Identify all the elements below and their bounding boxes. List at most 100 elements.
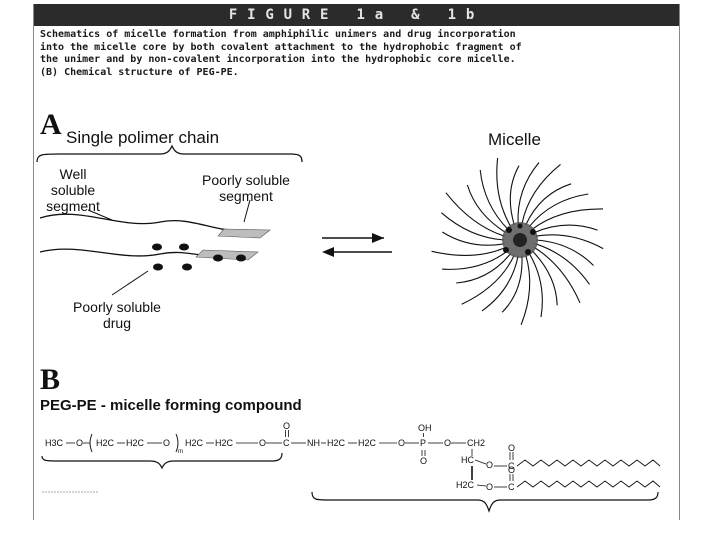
micelle-arm bbox=[442, 231, 505, 246]
chem-o1: O bbox=[76, 438, 83, 448]
right-border bbox=[679, 4, 680, 520]
label-line: Poorly soluble bbox=[73, 299, 161, 315]
pointer-poorly-soluble-segment bbox=[243, 199, 251, 223]
chem-c: C bbox=[283, 438, 290, 448]
peg-pe-structure: H3C O H2C H2C O m H2C H2C O C O NH H2 bbox=[41, 421, 661, 513]
caption-line: the unimer and by non-covalent incorpora… bbox=[40, 54, 516, 66]
pointer-well-soluble bbox=[87, 209, 113, 221]
hydrophobic-segment-lower bbox=[195, 249, 259, 261]
drug-particle bbox=[153, 263, 163, 271]
label-line: Poorly soluble bbox=[202, 172, 290, 188]
micelle-arm bbox=[531, 250, 558, 306]
panel-a-letter: A bbox=[40, 108, 62, 141]
pointer-poorly-soluble-drug bbox=[111, 270, 149, 296]
drug-particle bbox=[213, 254, 223, 262]
label-line: drug bbox=[102, 315, 132, 331]
micelle-core-center bbox=[513, 233, 527, 247]
figure-header-bar: FIGURE 1a & 1b bbox=[33, 4, 680, 26]
chem-ester-c1: C bbox=[508, 461, 515, 471]
chem-ester-c2-o: O bbox=[508, 465, 515, 475]
label-line: Well bbox=[59, 166, 87, 182]
chem-o4: O bbox=[398, 438, 405, 448]
peg-pe-title: PEG-PE - micelle forming compound bbox=[40, 397, 302, 414]
chain-brace bbox=[36, 144, 303, 163]
panel-b-letter: B bbox=[40, 363, 61, 396]
chem-ester-o1: O bbox=[486, 460, 493, 470]
well-soluble-label: Well soluble segment bbox=[28, 166, 118, 214]
micelle-arm bbox=[445, 192, 505, 237]
drug-particle bbox=[152, 243, 162, 251]
left-border bbox=[33, 4, 34, 520]
chem-o3: O bbox=[259, 438, 266, 448]
micelle-arm bbox=[535, 239, 594, 266]
micelle-arm bbox=[441, 212, 505, 241]
single-chain-label: Single polimer chain bbox=[66, 128, 220, 147]
caption-line: Schematics of micelle formation from amp… bbox=[40, 29, 516, 40]
label-line: segment bbox=[219, 188, 273, 204]
chem-ester-c2: C bbox=[508, 482, 515, 492]
chem-o2: O bbox=[163, 438, 170, 448]
poorly-soluble-segment-label: Poorly soluble segment bbox=[172, 172, 320, 204]
chem-oh: OH bbox=[418, 423, 432, 433]
chem-p-o: O bbox=[420, 456, 427, 466]
peg-brace bbox=[41, 452, 283, 470]
micelle-arm bbox=[456, 252, 512, 284]
chem-h2c-3: H2C bbox=[185, 438, 204, 448]
chem-hc: HC bbox=[461, 455, 474, 465]
repeat-bracket-close bbox=[175, 433, 179, 453]
caption-line: (B) Chemical structure of PEG-PE. bbox=[40, 66, 239, 78]
label-line: segment bbox=[46, 198, 100, 214]
figure-caption: Schematics of micelle formation from amp… bbox=[40, 29, 672, 79]
micelle-arm bbox=[528, 252, 543, 318]
micelle-arm bbox=[501, 255, 523, 313]
drug-particle bbox=[236, 254, 246, 262]
micelle-arm bbox=[528, 193, 589, 228]
chem-carbonyl-o: O bbox=[283, 421, 290, 431]
micelle-arm bbox=[431, 246, 507, 256]
label-line: soluble bbox=[50, 182, 96, 198]
chain-upper-line bbox=[39, 213, 239, 231]
chem-h2c-1: H2C bbox=[96, 438, 115, 448]
micelle-label: Micelle bbox=[488, 130, 541, 149]
chem-h2c-2: H2C bbox=[126, 438, 145, 448]
hydrophobic-segment-upper bbox=[217, 228, 271, 239]
chem-ester-c1-o: O bbox=[508, 443, 515, 453]
micelle-arm bbox=[509, 165, 520, 226]
micelle-arm bbox=[466, 184, 507, 234]
micelle-arm bbox=[533, 224, 598, 234]
micelle-drug-particles bbox=[503, 223, 536, 255]
micelle-arm bbox=[521, 163, 561, 225]
micelle-icon bbox=[431, 157, 604, 326]
chem-h3c: H3C bbox=[45, 438, 64, 448]
caption-line: into the micelle core by both covalent a… bbox=[40, 41, 522, 53]
fatty-acid-chain-1 bbox=[516, 459, 661, 467]
micelle-arm bbox=[531, 208, 604, 230]
chem-h2c-glycerol: H2C bbox=[456, 480, 475, 490]
fatty-acid-chain-2 bbox=[516, 480, 661, 488]
micelle-arm bbox=[481, 255, 519, 312]
pe-brace bbox=[311, 491, 659, 513]
chem-ch2: CH2 bbox=[467, 438, 485, 448]
chem-h2c-5: H2C bbox=[327, 438, 346, 448]
micelle-arm bbox=[533, 246, 581, 304]
micelle-arm bbox=[517, 162, 540, 225]
equilibrium-arrows-icon bbox=[322, 233, 392, 257]
micelle-arm bbox=[442, 250, 509, 270]
micelle-arm bbox=[525, 183, 572, 226]
repeat-bracket-open bbox=[89, 433, 93, 453]
chem-nh: NH bbox=[307, 438, 320, 448]
chem-ester-o2: O bbox=[486, 482, 493, 492]
micelle-arm bbox=[479, 169, 509, 230]
micelle-arm bbox=[496, 157, 512, 228]
chain-lower-line bbox=[39, 248, 213, 257]
micelle-arm bbox=[535, 243, 590, 285]
micelle-arm bbox=[535, 234, 604, 250]
drug-particle bbox=[182, 263, 192, 271]
chem-h2c-6: H2C bbox=[358, 438, 377, 448]
figure-title: FIGURE 1a & 1b bbox=[228, 7, 485, 23]
repeat-subscript: m bbox=[178, 449, 183, 455]
poorly-soluble-drug-label: Poorly soluble drug bbox=[46, 299, 188, 331]
drug-particle bbox=[179, 243, 189, 251]
